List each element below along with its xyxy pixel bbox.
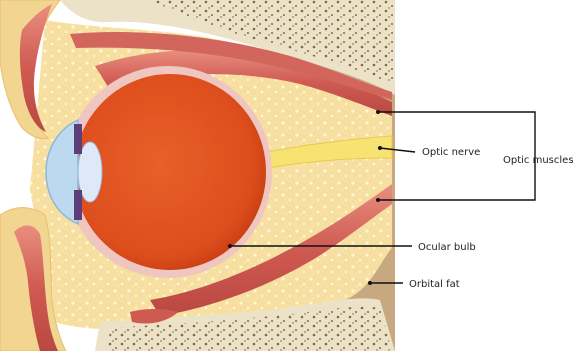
leader-optic-muscles-dot-top	[376, 110, 380, 114]
iris-upper	[74, 124, 82, 154]
leader-ocular-bulb-dot	[228, 244, 232, 248]
label-ocular-bulb: Ocular bulb	[418, 242, 476, 253]
leader-optic-muscles-dot-bottom	[376, 198, 380, 202]
label-orbital-fat: Orbital fat	[409, 279, 460, 290]
label-optic-muscles: Optic muscles	[503, 155, 574, 166]
label-optic-nerve: Optic nerve	[422, 147, 480, 158]
leader-optic-nerve-dot	[378, 146, 382, 150]
ocular-bulb-globe	[74, 74, 266, 270]
iris-lower	[74, 190, 82, 220]
leader-orbital-fat-dot	[368, 281, 372, 285]
